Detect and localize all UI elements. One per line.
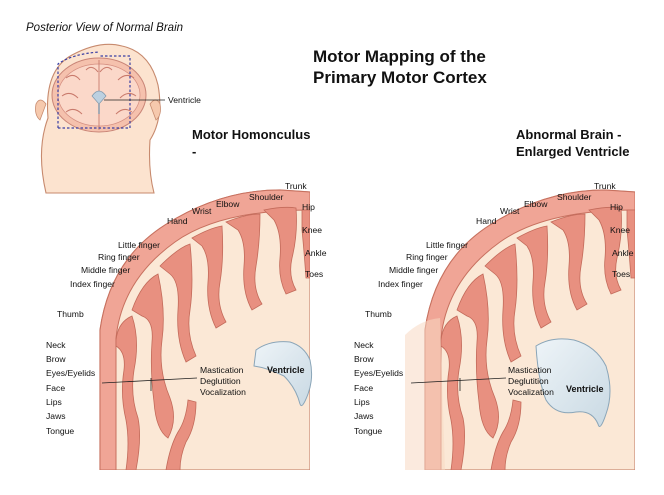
left-label-lips: Lips: [46, 397, 62, 407]
left-label-toes: Toes: [305, 269, 324, 279]
right-label-brow: Brow: [354, 354, 374, 364]
right-label-toes: Toes: [612, 269, 631, 279]
right-label-deglutition: Deglutition: [508, 376, 549, 386]
left-label-little-finger: Little finger: [118, 240, 161, 250]
right-label-knee: Knee: [610, 225, 631, 235]
left-panel-title-line-2: -: [192, 144, 197, 159]
right-panel-title-line-1: Abnormal Brain -: [516, 127, 622, 142]
left-label-vocalization: Vocalization: [200, 387, 246, 397]
right-label-face: Face: [354, 383, 374, 393]
right-label-index-finger: Index finger: [378, 279, 423, 289]
left-label-ring-finger: Ring finger: [98, 252, 140, 262]
right-label-tongue: Tongue: [354, 426, 383, 436]
right-label-thumb: Thumb: [365, 309, 392, 319]
left-label-index-finger: Index finger: [70, 279, 115, 289]
right-label-ring-finger: Ring finger: [406, 252, 448, 262]
main-title-line-1: Motor Mapping of the: [313, 47, 486, 66]
right-label-neck: Neck: [354, 340, 374, 350]
left-label-hip: Hip: [302, 202, 315, 212]
left-label-jaws: Jaws: [46, 411, 66, 421]
left-label-brow: Brow: [46, 354, 66, 364]
left-label-trunk: Trunk: [285, 181, 307, 191]
right-brain-section: [405, 189, 635, 470]
right-label-lips: Lips: [354, 397, 370, 407]
right-label-mastication: Mastication: [508, 365, 552, 375]
left-panel-title: Motor Homonculus -: [192, 126, 310, 160]
left-label-neck: Neck: [46, 340, 66, 350]
left-label-tongue: Tongue: [46, 426, 75, 436]
left-label-hand: Hand: [167, 216, 188, 226]
left-brain-section: [99, 189, 313, 470]
left-label-wrist: Wrist: [192, 206, 212, 216]
right-label-ankle: Ankle: [612, 248, 634, 258]
right-label-jaws: Jaws: [354, 411, 374, 421]
left-label-knee: Knee: [302, 225, 323, 235]
right-label-elbow: Elbow: [524, 199, 548, 209]
right-label-little-finger: Little finger: [426, 240, 469, 250]
left-panel-title-line-1: Motor Homonculus: [192, 127, 311, 142]
right-label-shoulder: Shoulder: [557, 192, 592, 202]
right-label-vocalization: Vocalization: [508, 387, 554, 397]
right-panel-title-line-2: Enlarged Ventricle: [516, 144, 630, 159]
inset-caption: Posterior View of Normal Brain: [26, 22, 184, 34]
main-title-line-2: Primary Motor Cortex: [313, 68, 487, 87]
right-label-eyes-eyelids: Eyes/Eyelids: [354, 368, 404, 378]
left-label-ankle: Ankle: [305, 248, 327, 258]
right-ventricle-label: Ventricle: [566, 384, 604, 394]
left-label-eyes-eyelids: Eyes/Eyelids: [46, 368, 96, 378]
left-label-deglutition: Deglutition: [200, 376, 241, 386]
right-label-middle-finger: Middle finger: [389, 265, 439, 275]
right-label-hand: Hand: [476, 216, 497, 226]
right-label-hip: Hip: [610, 202, 623, 212]
left-label-elbow: Elbow: [216, 199, 240, 209]
left-label-thumb: Thumb: [57, 309, 84, 319]
left-label-mastication: Mastication: [200, 365, 244, 375]
right-panel-title: Abnormal Brain - Enlarged Ventricle: [516, 126, 629, 160]
inset-ventricle-label: Ventricle: [168, 95, 201, 105]
right-label-trunk: Trunk: [594, 181, 616, 191]
main-title: Motor Mapping of the Primary Motor Corte…: [313, 46, 487, 88]
left-label-shoulder: Shoulder: [249, 192, 284, 202]
head-inset: [35, 43, 165, 194]
left-label-face: Face: [46, 383, 66, 393]
right-label-wrist: Wrist: [500, 206, 520, 216]
left-ventricle-label: Ventricle: [267, 365, 305, 375]
left-label-middle-finger: Middle finger: [81, 265, 131, 275]
